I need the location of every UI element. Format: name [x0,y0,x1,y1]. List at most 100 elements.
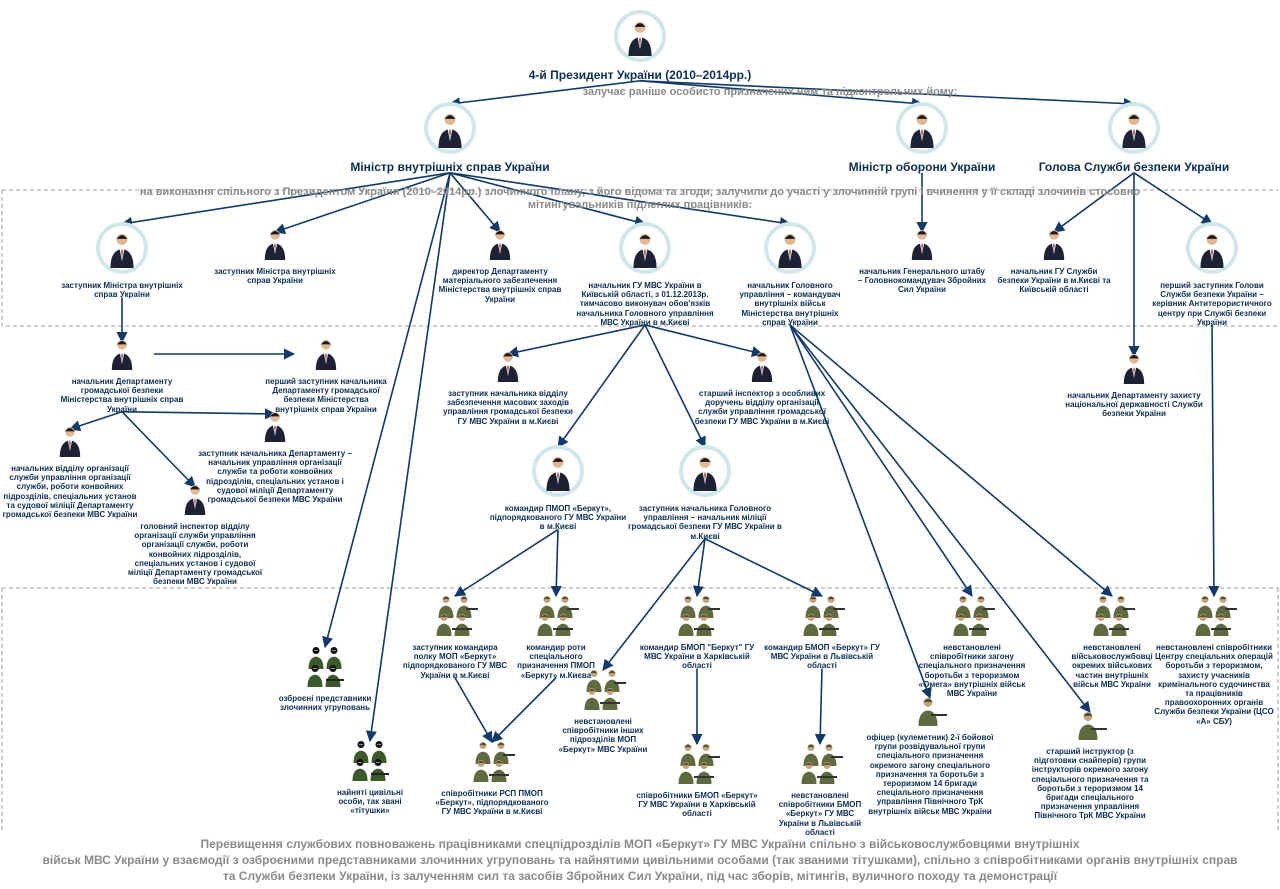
connection-arrow [449,172,501,233]
connection-arrow [121,408,277,420]
soldier-icon [913,694,947,733]
node-label: співробітники РСП ПМОП «Беркут», підпоря… [435,789,549,817]
node-service-org-dept-head: начальник відділу організації служби упр… [0,425,140,519]
node-label: головний інспектор відділу організації с… [127,522,263,587]
soldier-group-icon [1191,592,1237,643]
node-label: заступник командира полку МОП «Беркут» п… [402,643,508,680]
node-militia-head-deputy: заступник начальника Головного управлінн… [625,443,785,541]
node-senior-instructor: старший інструктор (з підготовки снайпер… [1025,708,1155,821]
official-icon [491,350,525,389]
connection-arrow [602,538,706,671]
node-armed-gangs: озброєні представники злочинних угрупова… [260,643,390,712]
node-label: командир БМОП «Беркут» ГУ МВС України в … [764,643,880,671]
official-icon [905,228,939,267]
node-mass-events-deputy: заступник начальника відділу забезпеченн… [438,350,578,426]
node-berkut-pmop-commander: командир ПМОП «Беркут», підпорядкованого… [488,443,628,532]
node-public-security-deputy: заступник начальника Департаменту – нача… [195,410,355,504]
connection-arrow [68,410,123,432]
connection-arrow [449,172,792,229]
soldier-group-icon [580,666,626,717]
soldier-group-icon [949,592,995,643]
official-icon [258,410,292,449]
node-omega-staff: невстановлені співробітники загону спеці… [917,592,1027,698]
node-berkut-regiment-deputy: заступник командира полку МОП «Беркут» п… [400,592,510,680]
soldier-group-icon [469,738,515,789]
caption-minister-plan: на виконання спільного з Президентом Укр… [139,186,1141,212]
section-divider-top [1,189,1278,327]
official-portrait-icon [422,100,478,161]
soldier-icon [1073,708,1107,747]
node-label: начальник Департаменту громадської безпе… [60,377,184,414]
official-portrait-icon [94,220,150,281]
node-label: заступник Міністра внутрішніх справ Укра… [214,267,336,286]
connection-arrow [454,677,493,743]
connection-arrow [322,172,451,649]
node-label: начальник відділу організації служби упр… [2,464,138,519]
connection-arrow [454,528,559,597]
node-label: старший інспектор з особливих доручень в… [694,389,830,426]
node-director-material: директор Департаменту матеріального забе… [435,228,565,304]
connection-arrow [121,411,196,488]
node-label: невстановлені співробітники БМОП «Беркут… [778,791,862,837]
connection-arrow [814,668,826,746]
node-public-security-head: начальник Департаменту громадської безпе… [60,338,184,414]
node-deputy-minister-2: заступник Міністра внутрішніх справ Укра… [210,228,340,285]
node-label: Міністр внутрішніх справ України [350,160,550,174]
official-icon [178,483,212,522]
node-deputy-minister-1: заступник Міністра внутрішніх справ Укра… [57,220,187,299]
connection-arrow [120,172,451,228]
connection-arrow [491,677,557,743]
node-label: співробітники БМОП «Беркут» ГУ МВС Украї… [636,791,758,819]
official-portrait-icon [1106,100,1162,161]
soldier-group-icon [799,592,845,643]
connection-arrow [644,324,764,358]
node-kyiv-gumvs-head: начальник ГУ МВС України в Київській обл… [575,220,715,327]
official-portrait-icon [612,8,668,69]
official-portrait-icon [894,100,950,161]
node-gunner-officer: офіцер (кулеметник) 2-ї бойової групи ро… [864,694,996,816]
connection-arrow [789,324,1091,713]
node-sbu-kyiv-head: начальник ГУ Служби безпеки України в м.… [994,228,1114,295]
node-other-units-staff: невстановлені співробітники інших підроз… [553,666,653,754]
node-label: найняті цивільні особи, так звані «тітуш… [336,788,404,816]
node-label: начальник ГУ МВС України в Київській обл… [576,281,714,327]
official-icon [745,350,779,389]
node-label: заступник начальника Головного управлінн… [628,504,782,541]
official-icon [258,228,292,267]
node-label: заступник начальника відділу забезпеченн… [443,389,573,426]
node-sbu-state-security-head: начальник Департаменту захисту національ… [1064,352,1204,419]
caption-bottom-line-3: та Служби безпеки України, із залученням… [222,869,1058,883]
node-public-security-first-deputy: перший заступник начальника Департаменту… [264,338,388,414]
caption-president-to-ministers: залучає раніше особисто призначених ним … [582,86,958,98]
soldier-group-icon [674,740,720,791]
node-label: начальник Департаменту захисту національ… [1065,391,1203,419]
soldier-group-icon [432,592,478,643]
connection-arrow [704,538,824,597]
node-label: перший заступник начальника Департаменту… [265,377,387,414]
official-icon [105,338,139,377]
node-internal-troops-head: начальник Головного управління – команду… [730,220,850,327]
connection-arrow [789,324,973,597]
connection-arrow [365,172,451,743]
node-label: невстановлені співробітники інших підроз… [558,717,648,754]
official-portrait-icon [1184,220,1240,281]
node-label: командир БМОП "Беркут" ГУ МВС України в … [639,643,755,671]
node-label: старший інструктор (з підготовки снайпер… [1031,747,1149,821]
node-label: командир ПМОП «Беркут», підпорядкованого… [489,504,627,532]
node-senior-inspector: старший інспектор з особливих доручень в… [692,350,832,426]
node-sbu-first-deputy: перший заступник Голови Служби безпеки У… [1150,220,1274,327]
connection-arrow [550,529,562,598]
node-label: Голова Служби безпеки України [1038,160,1230,174]
masked-group-icon [347,737,393,788]
node-kharkiv-commander: командир БМОП "Беркут" ГУ МВС України в … [637,592,757,671]
connection-arrow [448,80,641,109]
node-label: заступник начальника Департаменту – нача… [198,449,352,504]
node-label: невстановлені військовослужбовці окремих… [1071,643,1153,689]
node-label: начальник Генерального штабу – Головноко… [857,267,987,295]
node-defense-minister: Міністр оборони України [822,100,1022,175]
connection-arrow [557,324,646,448]
node-president: 4-й Президент України (2010–2014рр.) [490,8,790,83]
section-divider-bottom [1,587,1279,832]
connection-arrow [1208,324,1220,598]
connection-arrow [692,538,706,598]
